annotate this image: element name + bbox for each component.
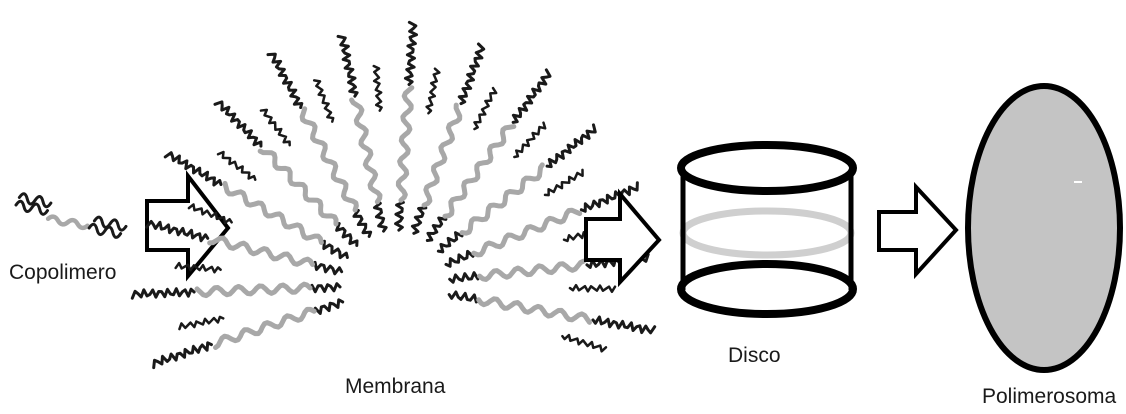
right-arrow-icon xyxy=(879,187,956,274)
membrane-chain xyxy=(178,315,223,329)
membrane-chain xyxy=(395,22,417,230)
membrane-chain xyxy=(543,169,585,197)
membrane-chain xyxy=(313,79,335,123)
membrane-chain xyxy=(338,35,387,232)
membrane-chain xyxy=(436,125,599,254)
membrane-chain xyxy=(151,298,344,367)
disc-label: Disco xyxy=(728,345,781,366)
polymersome-label: Polimerosoma xyxy=(982,386,1116,407)
membrane-chain xyxy=(512,122,547,159)
membrane-chain xyxy=(425,68,439,113)
disc-cylinder-icon xyxy=(681,145,853,314)
membrane-label: Membrana xyxy=(345,376,445,397)
copolymer-chain-icon xyxy=(13,193,128,239)
right-arrow-icon xyxy=(586,194,659,282)
membrane-chain xyxy=(561,333,606,352)
membrane-chain xyxy=(132,283,340,298)
right-arrow-icon xyxy=(147,176,228,276)
membrane-bilayer-icon xyxy=(132,22,655,367)
membrane-chain xyxy=(570,285,615,292)
membrane-chain xyxy=(260,107,292,147)
membrane-chain xyxy=(448,291,654,335)
membrane-chain xyxy=(373,66,383,111)
membrane-chain xyxy=(472,88,498,131)
membrane-chain xyxy=(217,150,257,182)
copolymer-label: Copolimero xyxy=(9,262,116,283)
membrane-chain xyxy=(410,44,486,235)
polymersome-vesicle-icon xyxy=(968,86,1120,370)
